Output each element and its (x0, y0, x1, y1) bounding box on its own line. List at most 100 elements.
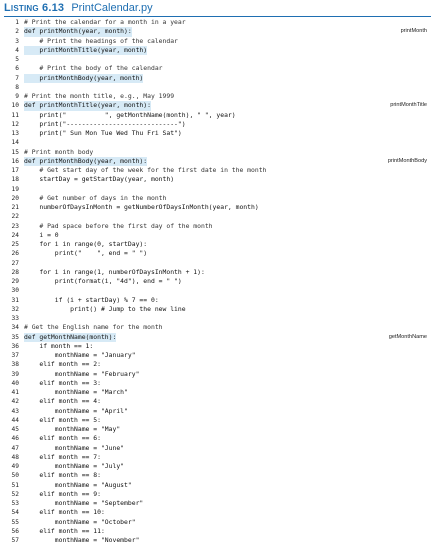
code-line: 38 elif month == 2: (0, 360, 435, 369)
code-text: # Pad space before the first day of the … (24, 221, 213, 230)
line-number: 4 (15, 46, 19, 54)
code-line: 28 for i in range(1, numberOfDaysInMonth… (0, 268, 435, 277)
code-line: 25 for i in range(0, startDay): (0, 240, 435, 249)
line-number: 3 (15, 37, 19, 45)
code-line: 27 (0, 259, 435, 268)
code-text: monthName = "June" (24, 443, 125, 452)
margin-note: getMonthName (388, 333, 427, 340)
code-line: 33 (0, 314, 435, 323)
margin-note: printMonthTitle (390, 102, 427, 109)
code-line: 19 (0, 185, 435, 194)
code-line: 22 (0, 212, 435, 221)
code-line: 48 elif month == 7: (0, 453, 435, 462)
line-number: 24 (11, 231, 19, 239)
code-text: # Print the headings of the calendar (24, 36, 178, 45)
code-text: # Print month body (24, 147, 94, 156)
code-line: 53 monthName = "September" (0, 499, 435, 508)
code-text: elif month == 6: (24, 434, 101, 443)
line-number: 11 (11, 111, 19, 119)
code-line: 23 # Pad space before the first day of t… (0, 222, 435, 231)
line-number: 7 (15, 74, 19, 82)
code-line: 50 elif month == 8: (0, 471, 435, 480)
code-text: elif month == 5: (24, 415, 101, 424)
code-text: monthName = "April" (24, 406, 128, 415)
code-line: 45 monthName = "May" (0, 425, 435, 434)
code-line: 3 # Print the headings of the calendar (0, 37, 435, 46)
line-number: 50 (11, 472, 19, 480)
code-line: 46 elif month == 6: (0, 434, 435, 443)
code-line: 30 (0, 286, 435, 295)
code-text: elif month == 4: (24, 397, 101, 406)
code-text: elif month == 7: (24, 452, 101, 461)
line-number: 32 (11, 305, 19, 313)
line-number: 56 (11, 527, 19, 535)
code-text: monthName = "July" (24, 462, 125, 470)
code-listing: 1# Print the calendar for a month in a y… (0, 18, 435, 545)
listing-filename: PrintCalendar.py (71, 2, 153, 14)
code-line: 52 elif month == 9: (0, 490, 435, 499)
listing-header: Listing 6.13 PrintCalendar.py (4, 2, 153, 15)
line-number: 1 (15, 19, 19, 26)
code-text: # Get start day of the week for the firs… (24, 166, 267, 174)
line-number: 40 (11, 379, 19, 387)
code-line: 1# Print the calendar for a month in a y… (0, 18, 435, 27)
line-number: 23 (11, 222, 19, 230)
code-line: 37 monthName = "January" (0, 351, 435, 360)
code-text: def printMonthTitle(year, month): (24, 101, 151, 111)
line-number: 27 (11, 259, 19, 267)
code-line: 24 i = 0 (0, 231, 435, 240)
code-text: monthName = "January" (24, 351, 136, 359)
line-number: 55 (11, 518, 19, 526)
line-number: 43 (11, 407, 19, 415)
code-line: 4 printMonthTitle(year, month) (0, 45, 435, 55)
code-line: 47 monthName = "June" (0, 444, 435, 453)
code-text: monthName = "March" (24, 388, 128, 396)
line-number: 57 (11, 537, 19, 544)
code-text: # Get number of days in the month (24, 193, 167, 202)
code-line: 32 print() # Jump to the new line (0, 305, 435, 314)
line-number: 8 (15, 83, 19, 91)
line-number: 36 (11, 342, 19, 350)
code-line: 36 if month == 1: (0, 342, 435, 351)
code-line: 14 (0, 138, 435, 147)
code-text: printMonthBody(year, month) (24, 73, 144, 83)
code-text: i = 0 (24, 230, 59, 239)
line-number: 34 (11, 324, 19, 332)
code-text: for i in range(1, numberOfDaysInMonth + … (24, 267, 205, 276)
code-text: # Get the English name for the month (24, 323, 163, 332)
code-text: monthName = "February" (24, 369, 140, 378)
code-line: 34 # Get the English name for the month (0, 323, 435, 332)
line-number: 45 (11, 426, 19, 433)
line-number: 37 (11, 352, 19, 359)
code-line: 6 # Print the body of the calendar (0, 64, 435, 73)
code-line: 54 elif month == 10: (0, 508, 435, 517)
code-line: 8 (0, 83, 435, 92)
code-line: 49 monthName = "July" (0, 462, 435, 471)
line-number: 41 (11, 389, 19, 396)
code-line: 17 # Get start day of the week for the f… (0, 166, 435, 175)
line-number: 14 (11, 139, 19, 147)
line-number: 42 (11, 398, 19, 406)
code-line: 31 if (i + startDay) % 7 == 0: (0, 296, 435, 305)
code-line: 15# Print month body (0, 148, 435, 157)
code-line: 12 print("-----------------------------"… (0, 120, 435, 129)
code-text: printMonthTitle(year, month) (24, 45, 148, 55)
line-number: 13 (11, 130, 19, 137)
line-number: 28 (11, 268, 19, 276)
code-text: elif month == 3: (24, 378, 101, 387)
line-number: 21 (11, 204, 19, 211)
code-text: startDay = getStartDay(year, month) (24, 175, 175, 184)
code-text: # Print the body of the calendar (24, 64, 163, 73)
code-line: 39 monthName = "February" (0, 370, 435, 379)
line-number: 30 (11, 287, 19, 295)
code-line: 40 elif month == 3: (0, 379, 435, 388)
line-number: 19 (11, 185, 19, 193)
line-number: 38 (11, 361, 19, 369)
code-line: 51 monthName = "August" (0, 481, 435, 490)
code-line: 9# Print the month title, e.g., May 1999 (0, 92, 435, 101)
code-line: 55 monthName = "October" (0, 518, 435, 527)
line-number: 18 (11, 176, 19, 184)
